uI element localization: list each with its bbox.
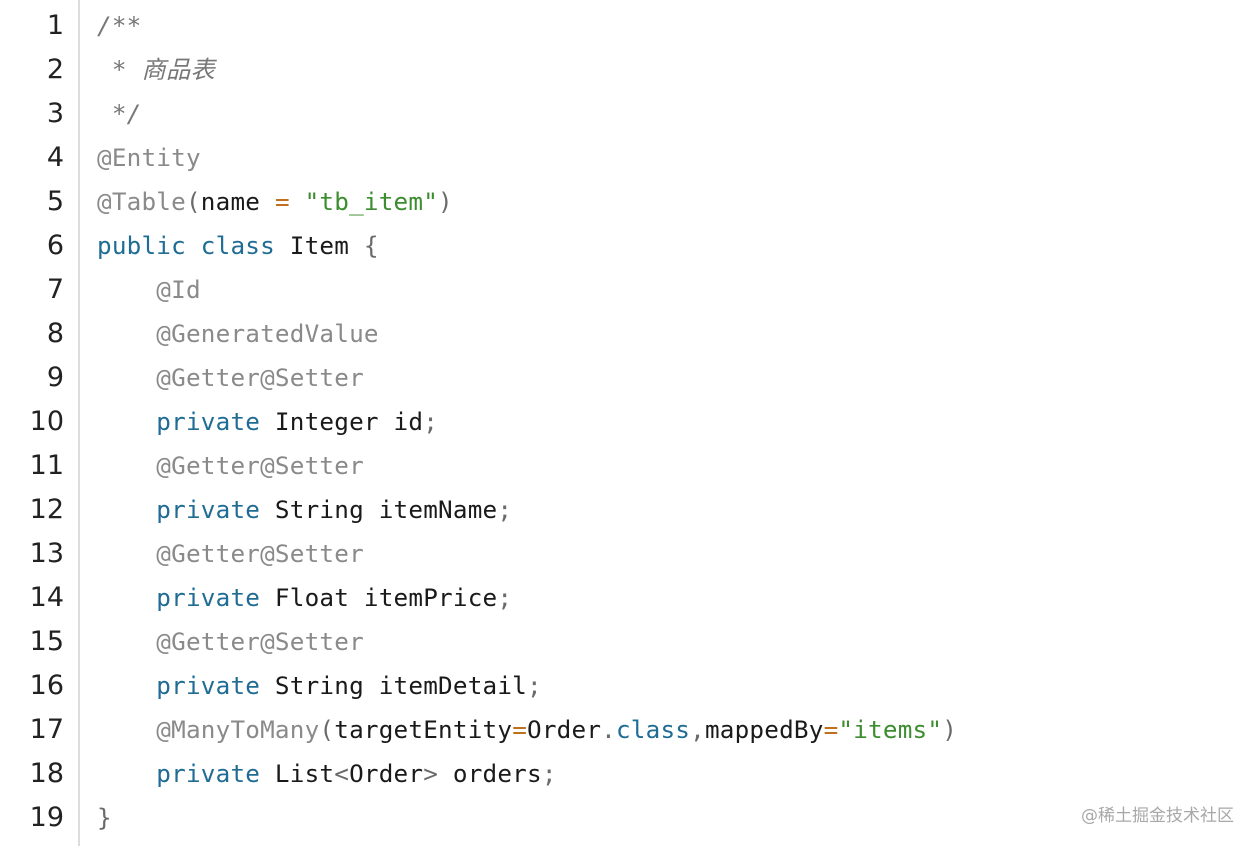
code-line: public class Item { — [97, 224, 379, 268]
line-number: 19 — [29, 802, 64, 833]
code-line: private String itemDetail; — [97, 664, 542, 708]
code-token-punct: > — [423, 759, 439, 788]
code-line: private Integer id; — [97, 400, 438, 444]
code-line: @Id — [97, 268, 201, 312]
code-token-punct: ) — [438, 187, 453, 216]
code-line: @Getter@Setter — [97, 620, 364, 664]
code-token-string: "items" — [838, 715, 943, 744]
code-token-operator: = — [512, 715, 528, 744]
line-number: 10 — [29, 406, 64, 437]
code-token-operator: = — [823, 715, 839, 744]
code-token-punct: , — [690, 715, 705, 744]
code-token-punct: ; — [497, 583, 513, 612]
code-token-punct: ; — [497, 495, 513, 524]
code-area: /** * 商品表 */@Entity@Table(name = "tb_ite… — [97, 0, 1247, 846]
code-token-annotation: @Getter@Setter — [97, 627, 364, 656]
code-token-plain: Order — [527, 715, 602, 744]
line-number: 14 — [29, 582, 64, 613]
line-number: 3 — [46, 98, 64, 129]
code-token-plain: Integer id — [260, 407, 424, 436]
code-token-punct: ; — [423, 407, 439, 436]
line-number: 13 — [29, 538, 64, 569]
code-line: * 商品表 — [97, 48, 215, 92]
code-token-plain: String itemName — [260, 495, 498, 524]
code-token-plain: Order — [349, 759, 424, 788]
code-token-plain: mappedBy — [704, 715, 824, 744]
code-line: @Getter@Setter — [97, 444, 364, 488]
line-number: 16 — [29, 670, 64, 701]
watermark: @稀土掘金技术社区 — [1081, 806, 1234, 826]
code-token-keyword: public class — [97, 231, 275, 260]
code-line: } — [97, 796, 112, 840]
code-line: */ — [97, 92, 141, 136]
line-number: 9 — [46, 362, 64, 393]
code-line: @GeneratedValue — [97, 312, 379, 356]
code-line: private String itemName; — [97, 488, 512, 532]
code-line: @Table(name = "tb_item") — [97, 180, 453, 224]
line-number: 5 — [46, 186, 64, 217]
line-number: 11 — [29, 450, 64, 481]
code-token-comment: * 商品表 — [97, 55, 215, 84]
code-token-annotation: @GeneratedValue — [97, 319, 379, 348]
line-number: 17 — [29, 714, 64, 745]
code-token-plain: String itemDetail — [260, 671, 528, 700]
code-token-keyword: private — [97, 583, 261, 612]
code-line: @Getter@Setter — [97, 356, 364, 400]
code-token-comment: /** — [97, 11, 142, 40]
code-token-punct: ( — [185, 187, 201, 216]
code-token-annotation: @Getter@Setter — [97, 363, 364, 392]
code-line: @Getter@Setter — [97, 532, 364, 576]
code-token-punct: } — [97, 803, 112, 832]
code-token-plain: name — [200, 187, 275, 216]
code-token-plain: Item — [274, 231, 364, 260]
line-number: 15 — [29, 626, 64, 657]
code-token-string: "tb_item" — [289, 187, 439, 216]
code-token-punct: ; — [527, 671, 542, 700]
code-token-punct: . — [601, 715, 616, 744]
code-line: private Float itemPrice; — [97, 576, 512, 620]
code-line: @Entity — [97, 136, 201, 180]
code-token-punct: ( — [319, 715, 335, 744]
code-token-plain: targetEntity — [334, 715, 513, 744]
code-line: private List<Order> orders; — [97, 752, 557, 796]
line-number: 6 — [46, 230, 64, 261]
code-token-punct: < — [334, 759, 350, 788]
code-token-annotation: @Table — [97, 187, 186, 216]
code-token-punct: { — [363, 231, 379, 260]
code-token-keyword: private — [97, 671, 261, 700]
code-token-annotation: @ManyToMany — [97, 715, 320, 744]
code-token-annotation: @Getter@Setter — [97, 539, 364, 568]
code-token-keyword: private — [97, 407, 261, 436]
line-number: 2 — [46, 54, 64, 85]
code-token-annotation: @Id — [97, 275, 201, 304]
code-token-keyword: private — [97, 759, 261, 788]
line-number: 8 — [46, 318, 64, 349]
line-number: 12 — [29, 494, 64, 525]
code-token-keyword: private — [97, 495, 261, 524]
code-token-punct: ) — [942, 715, 958, 744]
line-number: 18 — [29, 758, 64, 789]
code-token-annotation: @Entity — [97, 143, 201, 172]
code-token-comment: */ — [97, 99, 142, 128]
code-token-keyword: class — [615, 715, 691, 744]
code-token-plain: orders — [438, 759, 542, 788]
code-line: @ManyToMany(targetEntity=Order.class,map… — [97, 708, 957, 752]
code-token-punct: ; — [541, 759, 557, 788]
line-number: 1 — [46, 10, 64, 41]
line-number: 7 — [46, 274, 64, 305]
code-token-annotation: @Getter@Setter — [97, 451, 364, 480]
code-token-plain: Float itemPrice — [260, 583, 498, 612]
line-number: 4 — [46, 142, 64, 173]
code-token-plain: List — [260, 759, 335, 788]
code-line: /** — [97, 4, 141, 48]
code-token-operator: = — [274, 187, 290, 216]
